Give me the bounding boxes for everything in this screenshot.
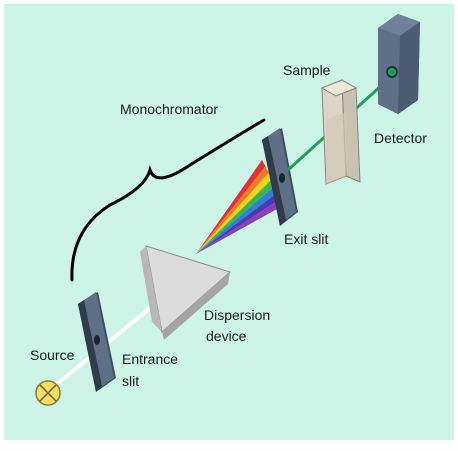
spectrum-band	[196, 166, 269, 254]
spectrum-band	[196, 185, 280, 254]
spectrum-band	[196, 172, 273, 254]
spectrum-band	[196, 191, 283, 254]
entrance-slit	[78, 292, 116, 392]
spectrum-band	[196, 178, 276, 254]
detector-box	[378, 14, 420, 114]
label-entrance-line1: Entrance	[122, 351, 178, 367]
label-entrance-line2: slit	[122, 373, 139, 389]
spectrum-fan	[196, 160, 286, 254]
label-monochromator: Monochromator	[120, 101, 218, 117]
exit-slit	[262, 128, 298, 226]
label-source: Source	[30, 347, 75, 363]
label-dispersion-line1: Dispersion	[204, 307, 270, 323]
label-detector: Detector	[374, 130, 427, 146]
spectrum-band	[196, 160, 266, 254]
monochromator-brace	[70, 118, 266, 282]
label-sample: Sample	[283, 62, 331, 78]
label-dispersion-line2: device	[206, 328, 247, 344]
label-exit-slit: Exit slit	[284, 231, 328, 247]
sample-cuvette	[320, 79, 361, 185]
spectrum-band	[196, 197, 286, 254]
light-source	[35, 380, 61, 406]
dispersion-prism	[140, 245, 231, 340]
